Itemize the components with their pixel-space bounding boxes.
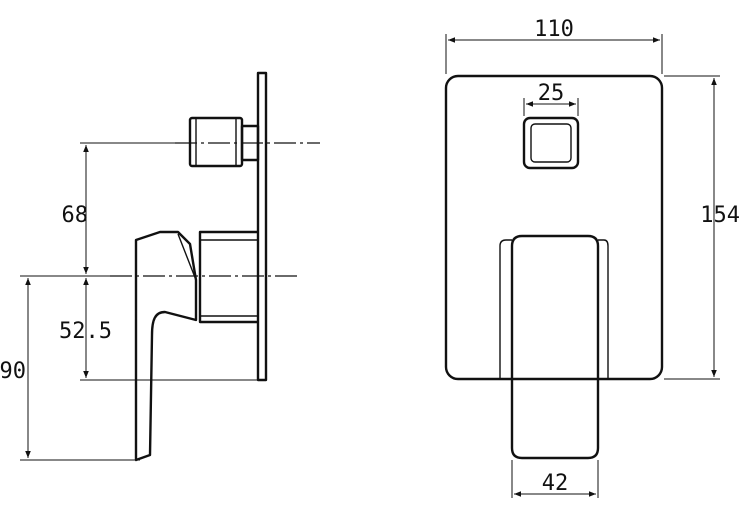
front-view: 110 25 154 42 [444,17,740,498]
diverter-stem [188,116,244,168]
side-view: 68 52.5 90 [0,71,320,462]
dim-label-25: 25 [538,81,565,106]
wall-plate [256,71,268,382]
handle-body [198,230,258,324]
dim-label-52-5: 52.5 [59,319,112,344]
face-plate [444,74,664,381]
dim-label-42: 42 [542,471,569,496]
dim-label-68: 68 [62,203,89,228]
dim-label-110: 110 [534,17,574,42]
dim-label-90: 90 [0,359,26,384]
front-lever [510,234,600,460]
lever-handle [134,230,198,462]
diverter-knob [522,116,580,170]
dim-label-154: 154 [700,203,740,228]
